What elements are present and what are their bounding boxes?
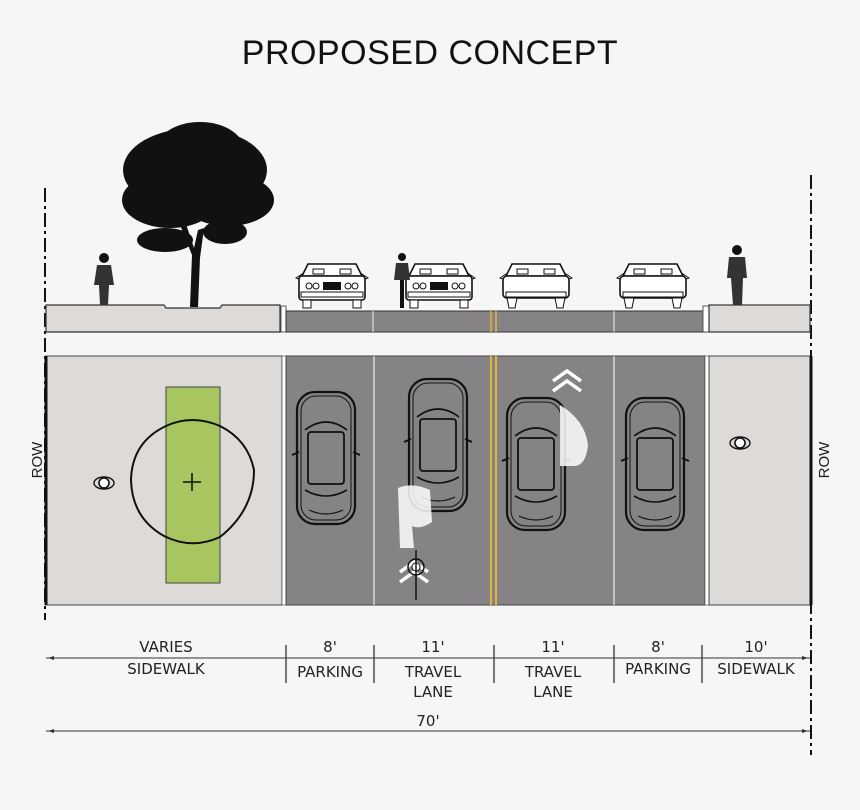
dim-width-sidewalk-left: VARIES	[139, 638, 192, 656]
dim-width-travel-left: 11'	[421, 638, 444, 656]
curb-right	[702, 305, 710, 333]
dim-total-width: 70'	[416, 712, 439, 730]
dimension-lines	[46, 645, 810, 733]
cyclist-icon	[394, 253, 410, 308]
pedestrian-icon	[727, 245, 747, 305]
dim-label-sidewalk-right: SIDEWALK	[717, 660, 796, 678]
pedestrian-icon	[94, 253, 114, 305]
car-top-icon	[500, 396, 572, 532]
dim-width-travel-right: 11'	[541, 638, 564, 656]
car-front-icon	[402, 263, 476, 309]
dim-label2-travel-left: LANE	[413, 683, 453, 701]
row-label-right: ROW	[816, 441, 833, 479]
plan-view: ROW ROW	[29, 355, 833, 606]
sharrow-bike-icon	[560, 405, 588, 466]
row-label-left: ROW	[29, 441, 46, 479]
cyclist-top-icon	[407, 550, 425, 600]
dim-label-sidewalk-left: SIDEWALK	[127, 660, 206, 678]
dim-width-sidewalk-right: 10'	[744, 638, 767, 656]
street-tree-icon	[122, 122, 274, 307]
section-view	[44, 122, 812, 755]
section-sidewalk-left	[45, 304, 281, 333]
car-front-icon	[295, 263, 369, 309]
dim-width-parking-left: 8'	[323, 638, 337, 656]
car-rear-icon	[499, 263, 573, 309]
diagram-title: PROPOSED CONCEPT	[241, 34, 619, 72]
plan-sidewalk-right	[708, 355, 811, 606]
dim-label-travel-left: TRAVEL	[404, 663, 462, 681]
tree-planter	[165, 386, 221, 584]
dim-label-travel-right: TRAVEL	[524, 663, 582, 681]
sharrow-bike-icon	[398, 485, 432, 548]
dim-label-parking-left: PARKING	[297, 663, 363, 681]
curb-left	[280, 305, 287, 333]
car-rear-icon	[616, 263, 690, 309]
dimension-labels: VARIES SIDEWALK 8' PARKING 11' TRAVEL LA…	[127, 638, 796, 730]
parked-car-top-icon	[290, 390, 362, 526]
plan-sidewalk-left	[45, 355, 283, 606]
dim-label-parking-right: PARKING	[625, 660, 691, 678]
tree-canopy-icon	[129, 419, 256, 545]
section-sidewalk-right	[708, 304, 811, 333]
parked-car-top-icon	[619, 396, 691, 532]
dim-label2-travel-right: LANE	[533, 683, 573, 701]
dim-width-parking-right: 8'	[651, 638, 665, 656]
